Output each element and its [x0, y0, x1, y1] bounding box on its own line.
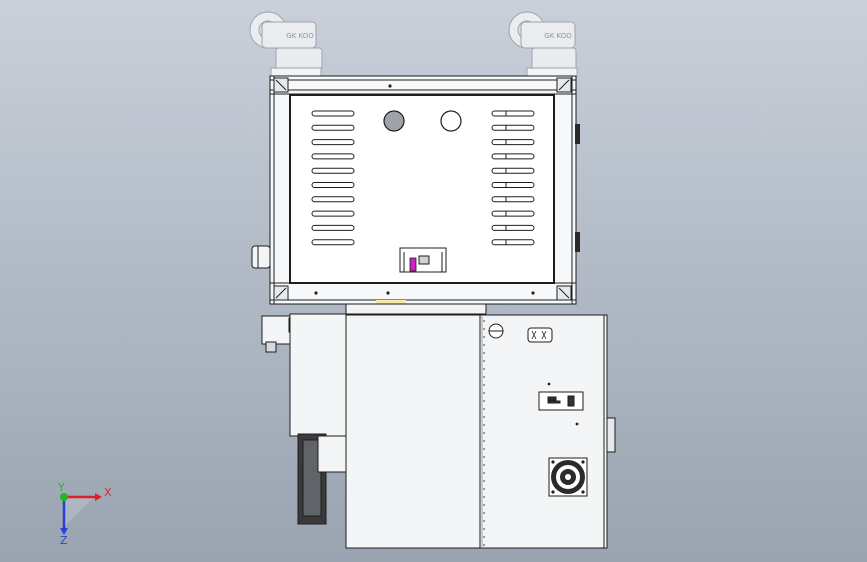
- round-opening-dark: [383, 110, 405, 132]
- vent-slot: [311, 224, 355, 231]
- indicator-light: [409, 257, 417, 272]
- vent-slot: [311, 196, 355, 203]
- x-axis-arrowhead: [95, 493, 102, 501]
- side-tab-upper: [575, 124, 580, 144]
- y-axis-dot: [60, 493, 68, 501]
- switch-housing: [399, 247, 447, 273]
- vent-slot: [491, 167, 535, 174]
- vent-slot: [311, 167, 355, 174]
- vent-slot: [491, 210, 535, 217]
- vent-slots-right: [491, 110, 535, 246]
- side-tab-lower: [575, 232, 580, 252]
- vent-slot: [311, 153, 355, 160]
- vent-slot: [491, 239, 535, 246]
- vent-slot: [491, 224, 535, 231]
- vent-slot: [311, 139, 355, 146]
- door-lock: [488, 323, 504, 339]
- round-opening-light: [440, 110, 462, 132]
- vent-slot: [491, 139, 535, 146]
- x-axis-label: X: [104, 486, 112, 499]
- vent-slot: [491, 110, 535, 117]
- caster-right-stamp: GK KOO: [544, 32, 572, 40]
- fan-icon: [548, 457, 588, 497]
- vent-slot: [311, 210, 355, 217]
- vent-slot: [311, 182, 355, 188]
- lower-cabinet: [345, 314, 616, 549]
- cabinet-door-right: [479, 314, 608, 549]
- vent-slot: [311, 124, 355, 131]
- vent-slot: [311, 110, 355, 117]
- side-handle: [606, 417, 616, 453]
- iec-socket-icon: [527, 327, 553, 343]
- z-axis-label: Z: [60, 534, 68, 547]
- vent-slots-left: [311, 110, 355, 246]
- left-mechanism: [261, 313, 349, 525]
- caster-left: GK KOO: [249, 11, 323, 77]
- caster-left-stamp: GK KOO: [286, 32, 314, 40]
- control-module: [538, 391, 584, 411]
- vent-slot: [491, 196, 535, 203]
- z-axis-arrowhead: [60, 528, 68, 535]
- caster-right: GK KOO: [508, 11, 578, 77]
- vent-slot: [491, 182, 535, 188]
- vent-slot: [311, 239, 355, 246]
- vent-slot: [491, 153, 535, 160]
- axis-triad: X Y Z: [57, 481, 112, 547]
- side-knob: [251, 245, 271, 269]
- cabinet-door-left: [345, 314, 481, 549]
- vent-slot: [491, 124, 535, 131]
- y-axis-label: Y: [57, 481, 65, 494]
